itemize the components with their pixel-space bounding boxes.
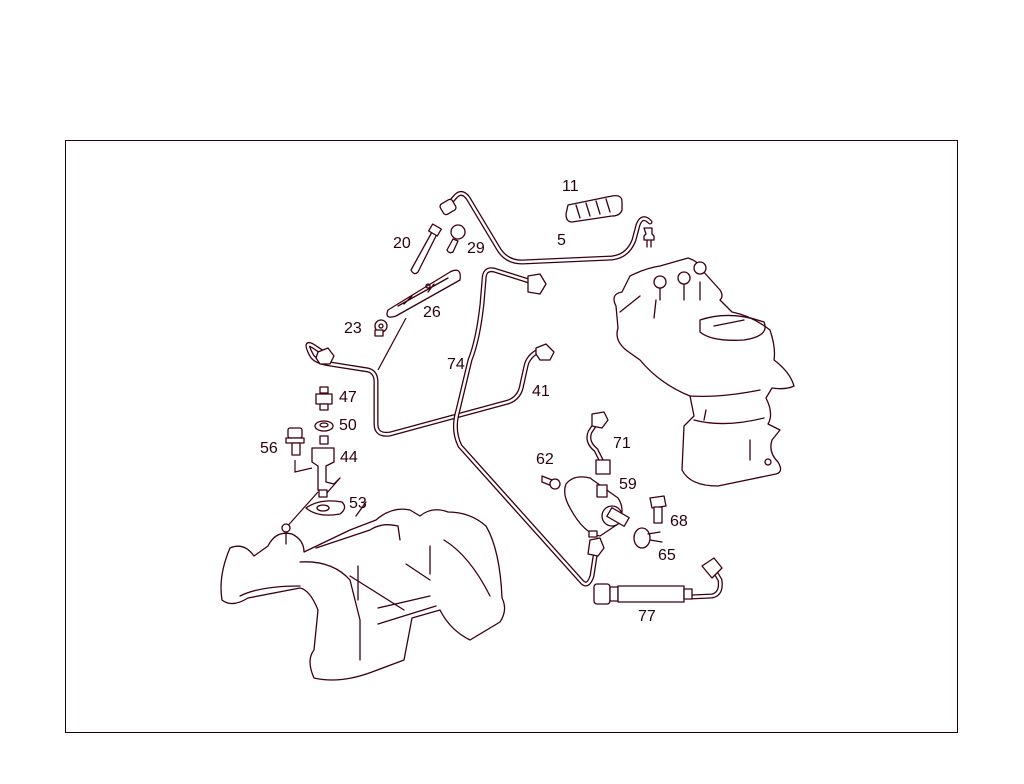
injector-valve-44[interactable] — [283, 435, 341, 531]
fitting-47[interactable] — [315, 386, 333, 411]
part-callout-68[interactable]: 68 — [670, 513, 688, 530]
part-callout-59[interactable]: 59 — [619, 476, 637, 493]
pressure-regulator-59[interactable] — [564, 476, 630, 538]
part-callout-5[interactable]: 5 — [557, 232, 566, 249]
clip-11[interactable] — [565, 194, 623, 223]
fuel-line-5[interactable] — [439, 190, 655, 265]
part-callout-50[interactable]: 50 — [339, 417, 357, 434]
fuel-hose-77[interactable] — [593, 557, 723, 605]
fuel-line-71[interactable] — [586, 411, 611, 475]
part-callout-26[interactable]: 26 — [423, 304, 441, 321]
gasket-53[interactable] — [305, 500, 346, 516]
part-callout-11[interactable]: 11 — [562, 178, 579, 195]
bolt-62[interactable] — [541, 475, 561, 490]
fuel-distributor[interactable] — [613, 257, 795, 487]
washer-50[interactable] — [314, 420, 334, 432]
part-callout-23[interactable]: 23 — [344, 320, 362, 337]
part-callout-53[interactable]: 53 — [349, 495, 367, 512]
nut-23[interactable] — [374, 319, 388, 337]
part-callout-41[interactable]: 41 — [532, 383, 550, 400]
part-callout-65[interactable]: 65 — [658, 547, 676, 564]
part-callout-62[interactable]: 62 — [536, 451, 554, 468]
fuel-line-74[interactable] — [452, 267, 605, 587]
bolt-29[interactable] — [446, 224, 466, 254]
fuel-line-41[interactable] — [305, 341, 555, 437]
part-callout-47[interactable]: 47 — [339, 389, 357, 406]
injector-nozzle-20[interactable] — [410, 223, 442, 275]
part-callout-44[interactable]: 44 — [340, 449, 358, 466]
intake-manifold[interactable] — [220, 501, 506, 681]
clamp-65[interactable] — [633, 527, 663, 549]
diagram-frame — [65, 140, 958, 733]
part-callout-77[interactable]: 77 — [638, 608, 656, 625]
bolt-68[interactable] — [649, 495, 667, 524]
part-callout-71[interactable]: 71 — [613, 435, 631, 452]
part-callout-20[interactable]: 20 — [393, 235, 411, 252]
part-callout-74[interactable]: 74 — [447, 356, 465, 373]
bracket-26[interactable] — [377, 269, 461, 371]
part-callout-29[interactable]: 29 — [467, 240, 485, 257]
bolt-56[interactable] — [285, 427, 313, 473]
part-callout-56[interactable]: 56 — [260, 440, 278, 457]
